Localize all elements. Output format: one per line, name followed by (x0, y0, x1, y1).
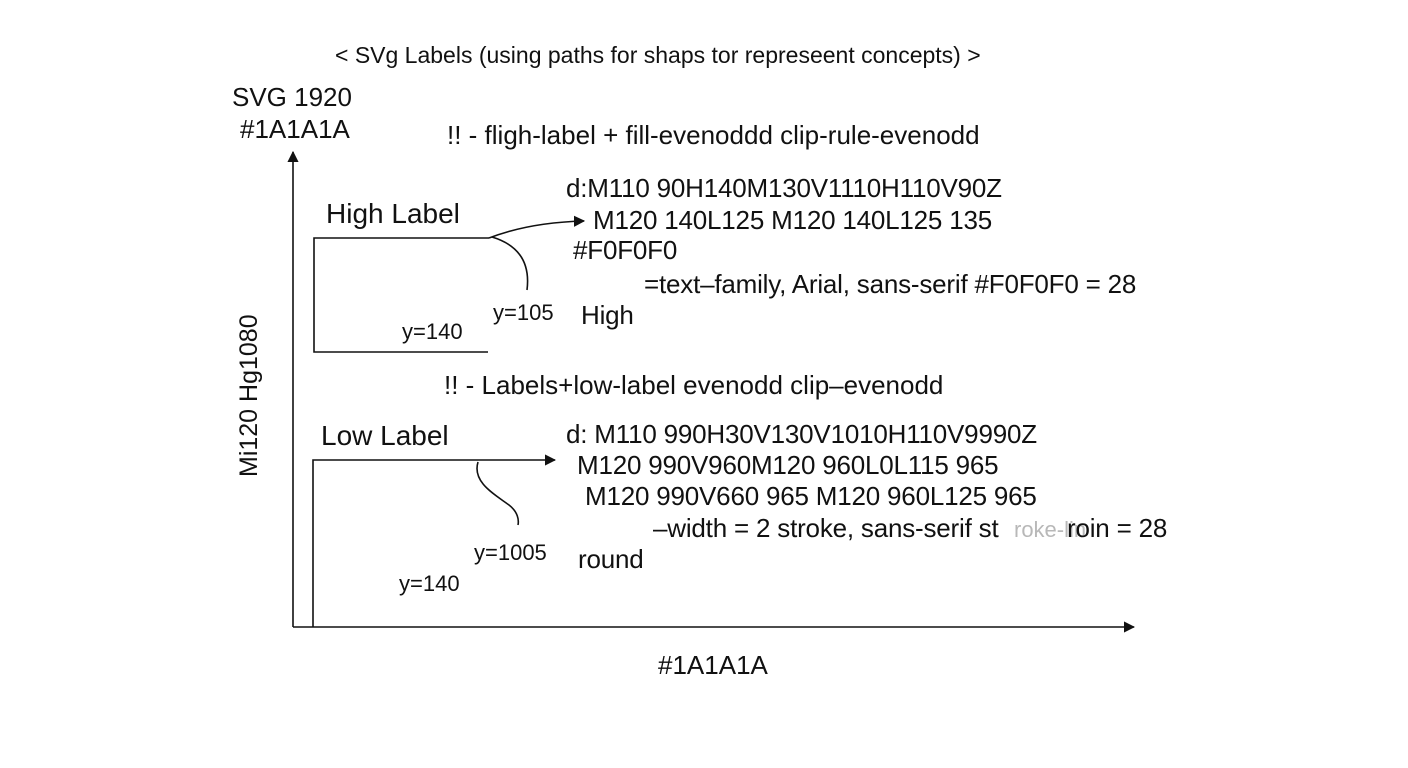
corner-label-line2: #1A1A1A (240, 114, 350, 144)
high-path-line1: d:M110 90H140M130V1110H110V90Z (566, 173, 1002, 203)
high-section-note: !! - fligh-label + fill-evenoddd clip-ru… (447, 120, 980, 150)
high-y-curve: y=105 (493, 300, 554, 325)
high-y-inner: y=140 (402, 319, 463, 344)
low-style-line-overlay: roke-lin (1014, 517, 1087, 542)
low-style-line-b: roin = 28 (1067, 513, 1168, 543)
low-path-line3: M120 990V660 965 M120 960L125 965 (585, 481, 1037, 511)
low-path-line2: M120 990V960M120 960L0L115 965 (577, 450, 999, 480)
high-text-value: High (581, 300, 634, 330)
low-style-line-a: –width = 2 stroke, sans-serif st (653, 513, 999, 543)
low-label-curve (476, 461, 520, 526)
high-label-arrow (488, 215, 586, 239)
high-style-line: =text–family, Arial, sans-serif #F0F0F0 … (644, 269, 1137, 299)
high-label-bracket (313, 237, 489, 353)
high-path-line2: M120 140L125 M120 140L125 135 (593, 205, 992, 235)
x-axis-label: #1A1A1A (658, 650, 768, 680)
diagram-title: < SVg Labels (using paths for shaps tor … (335, 42, 981, 68)
low-text-value: round (578, 544, 644, 574)
low-path-line1: d: M110 990H30V130V1010H110V9990Z (566, 419, 1037, 449)
low-label-bracket (312, 454, 557, 627)
low-label-heading: Low Label (321, 420, 449, 451)
low-y-inner: y=140 (399, 571, 460, 596)
corner-label-line1: SVG 1920 (232, 82, 352, 112)
high-fill-value: #F0F0F0 (573, 235, 678, 265)
low-section-note: !! - Labels+low-label evenodd clip–eveno… (444, 370, 944, 400)
low-y-curve: y=1005 (474, 540, 547, 565)
y-axis-label: Mi120 Hg1080 (235, 314, 263, 477)
high-label-heading: High Label (326, 198, 460, 229)
high-label-curve (491, 236, 529, 291)
